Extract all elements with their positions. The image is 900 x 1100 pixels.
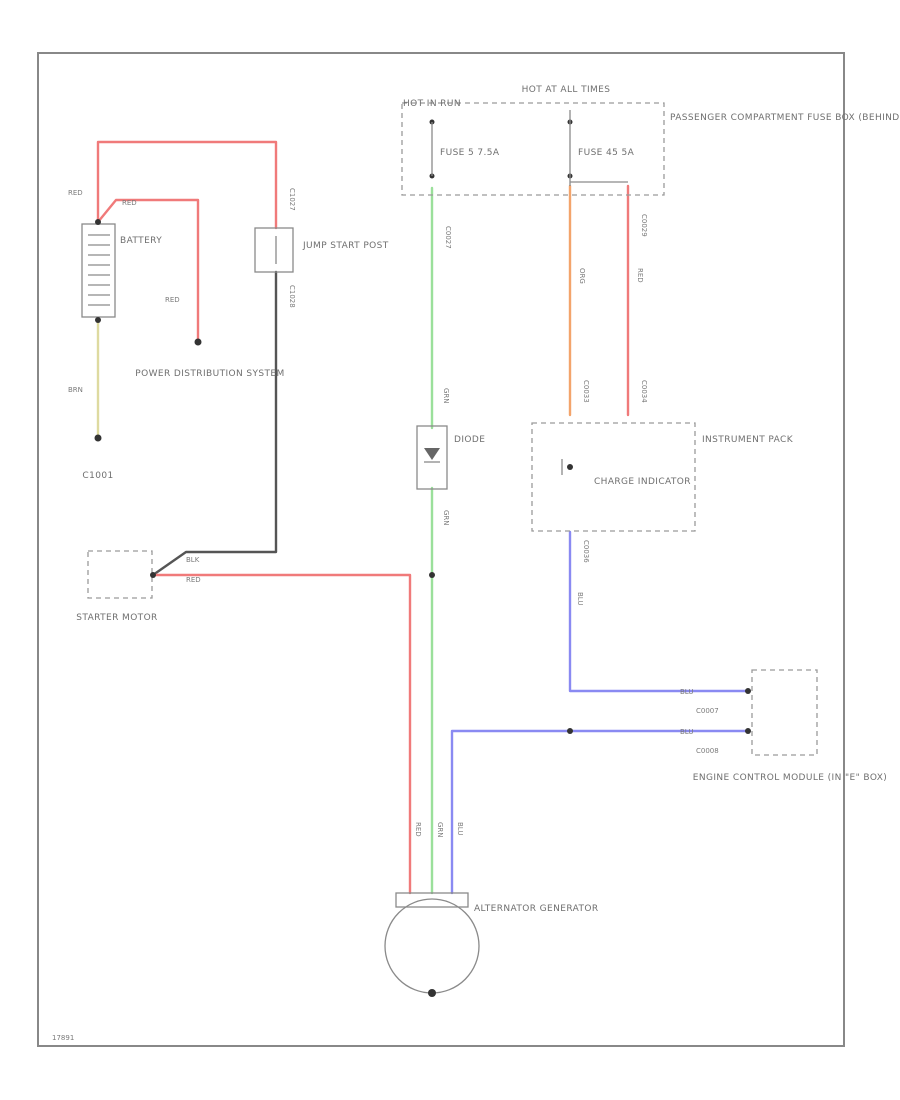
wire-color-blu-2: BLU [680, 688, 693, 696]
alternator-body [384, 898, 480, 994]
battery-body [81, 223, 116, 318]
wire-color-red-1: RED [68, 189, 83, 197]
battery-negative-node [95, 317, 101, 323]
fuse-box-outline [401, 102, 665, 196]
fuse-box-connector-left: C0027 [444, 226, 452, 249]
wire-color-red-3: RED [165, 296, 180, 304]
jump-start-connector-top: C1027 [288, 188, 296, 211]
fuse-45-label: FUSE 45 5A [578, 148, 635, 158]
ecm-connector-2: C0008 [696, 747, 719, 755]
wire-alternator-ecm [450, 729, 750, 895]
hot-at-all-times-label: HOT AT ALL TIMES [522, 85, 611, 95]
instrument-connector-right: C0034 [640, 380, 648, 403]
starter-motor: STARTER MOTOR BLK RED [76, 550, 201, 623]
wire-color-blk: BLK [186, 556, 200, 564]
alternator: ALTERNATOR GENERATOR RED GRN BLU [384, 822, 599, 997]
instrument-pack-outline [531, 422, 696, 532]
ground-node [94, 434, 102, 442]
instrument-connector-bottom: C0036 [582, 540, 590, 563]
hot-in-run-label: HOT IN RUN [403, 99, 461, 109]
ecm-pin-1 [745, 688, 751, 694]
battery: BATTERY [81, 219, 162, 323]
instrument-connector-left: C0033 [582, 380, 590, 403]
power-distribution-label: POWER DISTRIBUTION SYSTEM [135, 369, 284, 379]
starter-motor-label: STARTER MOTOR [76, 613, 157, 623]
charge-indicator-lamp [567, 464, 573, 470]
engine-control-module: C0007 C0008 BLU BLU ENGINE CONTROL MODUL… [567, 669, 887, 783]
diode-label: DIODE [454, 435, 485, 445]
wire-color-red-5: RED [636, 268, 644, 283]
diagram-code: 17891 [52, 1034, 74, 1042]
wire-color-brn: BRN [68, 386, 83, 394]
charge-indicator-label: CHARGE INDICATOR [594, 477, 691, 487]
wire-color-blu-3: BLU [680, 728, 693, 736]
wire-battery-power-distribution [96, 198, 200, 344]
starter-motor-outline [87, 550, 153, 599]
wire-color-grn-3: GRN [436, 822, 444, 838]
wire-color-blu-4: BLU [456, 822, 464, 835]
wire-color-org: ORG [578, 268, 586, 284]
diode-body [416, 425, 448, 490]
jump-start-post-label: JUMP START POST [302, 241, 389, 251]
wires [96, 140, 750, 895]
battery-positive-node [95, 219, 101, 225]
wire-color-blu-1: BLU [576, 592, 584, 605]
wire-color-red-2: RED [122, 199, 137, 207]
alternator-ground-node [428, 989, 436, 997]
ecm-label: ENGINE CONTROL MODULE (IN "E" BOX) [693, 773, 887, 783]
alternator-label: ALTERNATOR GENERATOR [474, 904, 599, 914]
diagram-frame [37, 52, 845, 1047]
fuse-box-title: PASSENGER COMPARTMENT FUSE BOX (BEHIND R… [670, 113, 900, 123]
alternator-terminal-block [395, 892, 469, 908]
wire-instrument-ecm [568, 530, 750, 693]
wire-jump-start-starter [151, 270, 278, 577]
diode-symbol [424, 448, 440, 460]
wire-color-red-6: RED [414, 822, 422, 837]
ecm-pin-2 [745, 728, 751, 734]
blue-splice-node [567, 728, 573, 734]
fuse-box-connector-right: C0029 [640, 214, 648, 237]
wire-color-red-4: RED [186, 576, 201, 584]
engine-control-module-outline [751, 669, 818, 756]
passenger-fuse-box: HOT AT ALL TIMES HOT IN RUN FUSE 5 7.5A … [401, 85, 900, 249]
splice-node [429, 572, 435, 578]
ecm-connector-1: C0007 [696, 707, 719, 715]
wire-battery-jump-start [96, 140, 278, 230]
diode: DIODE GRN GRN [416, 388, 485, 578]
fuse-5-label: FUSE 5 7.5A [440, 148, 500, 158]
jump-start-post-body [254, 227, 294, 273]
wire-starter-alternator [151, 573, 412, 895]
battery-label: BATTERY [120, 236, 162, 246]
wire-color-grn-1: GRN [442, 388, 450, 404]
power-distribution-node [194, 338, 202, 346]
jump-start-post: JUMP START POST C1027 C1028 [254, 188, 389, 308]
instrument-pack-label: INSTRUMENT PACK [702, 435, 794, 445]
ground-label: C1001 [82, 471, 113, 481]
instrument-pack: INSTRUMENT PACK CHARGE INDICATOR C0033 C… [531, 268, 794, 605]
jump-start-connector-bottom: C1028 [288, 285, 296, 308]
starter-motor-node [150, 572, 156, 578]
wire-color-grn-2: GRN [442, 510, 450, 526]
